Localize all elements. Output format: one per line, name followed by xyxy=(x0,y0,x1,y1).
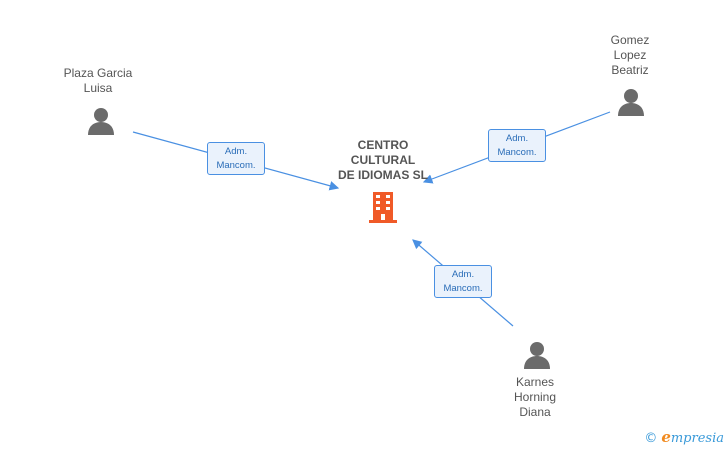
person-name-line: Plaza Garcia xyxy=(63,66,133,80)
relation-label-line: Adm. xyxy=(224,146,248,157)
company-name-line: CENTRO xyxy=(357,138,409,152)
person-name-plaza[interactable]: Plaza Garcia Luisa xyxy=(52,66,144,96)
relation-label-line: Mancom. xyxy=(443,283,483,294)
relation-label-gomez[interactable]: Adm. Mancom. xyxy=(488,129,546,162)
relation-label-line: Adm. xyxy=(505,133,529,144)
person-name-line: Lopez xyxy=(613,48,647,62)
relation-label-karnes[interactable]: Adm. Mancom. xyxy=(434,265,492,298)
person-name-line: Horning xyxy=(513,390,557,404)
person-name-line: Luisa xyxy=(83,81,113,95)
brand-name: mpresia xyxy=(670,431,724,446)
person-icon[interactable] xyxy=(86,106,116,136)
company-name-line: DE IDIOMAS SL xyxy=(337,168,428,182)
person-name-line: Beatriz xyxy=(611,63,649,77)
copyright-symbol: © xyxy=(644,431,658,446)
person-name-line: Karnes xyxy=(515,375,555,389)
relation-label-plaza[interactable]: Adm. Mancom. xyxy=(207,142,265,175)
person-icon[interactable] xyxy=(616,87,646,117)
person-name-karnes[interactable]: Karnes Horning Diana xyxy=(495,375,575,420)
building-icon[interactable] xyxy=(366,190,400,224)
empresia-logo: ©empresia xyxy=(644,428,724,446)
person-name-gomez[interactable]: Gomez Lopez Beatriz xyxy=(590,33,670,78)
company-name[interactable]: CENTRO CULTURAL DE IDIOMAS SL xyxy=(318,138,448,183)
relation-label-line: Adm. xyxy=(451,269,475,280)
relation-label-line: Mancom. xyxy=(216,160,256,171)
person-icon[interactable] xyxy=(522,340,552,370)
brand-initial: e xyxy=(661,428,671,446)
relation-label-line: Mancom. xyxy=(497,147,537,158)
person-name-line: Diana xyxy=(519,405,551,419)
person-name-line: Gomez xyxy=(610,33,650,47)
company-name-line: CULTURAL xyxy=(350,153,416,167)
